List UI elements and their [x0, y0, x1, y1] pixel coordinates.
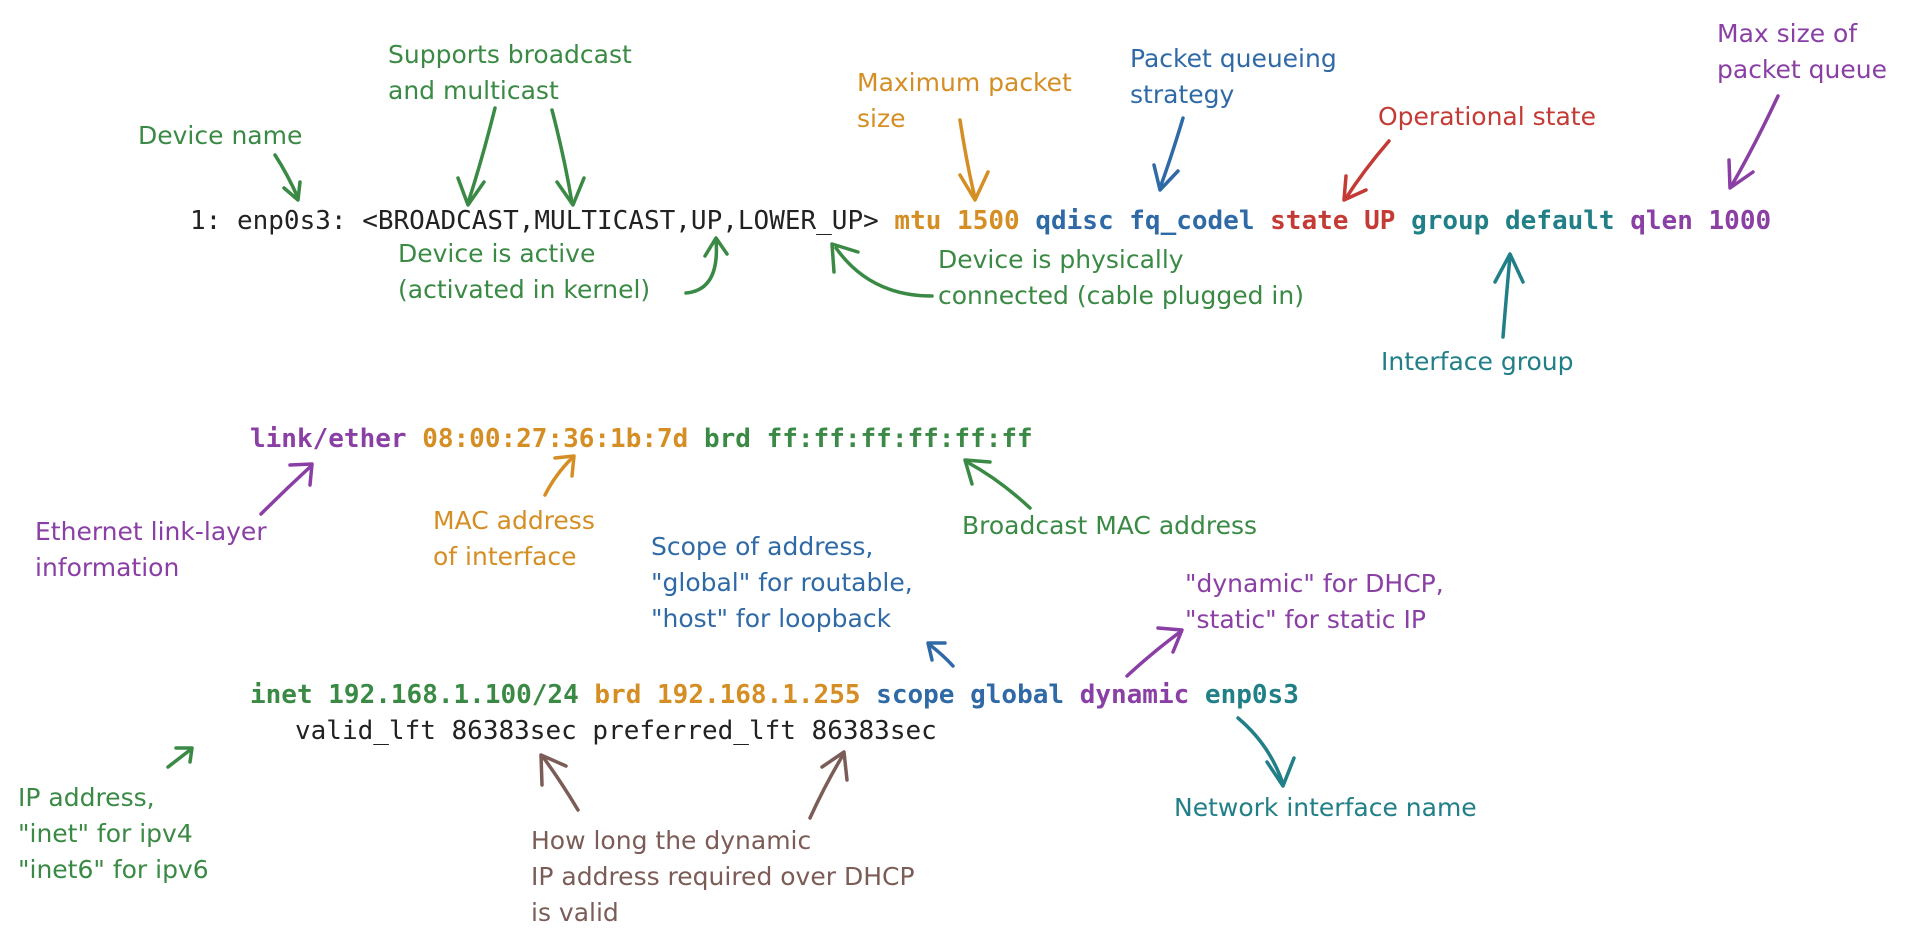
inet-brd-key: brd: [594, 680, 642, 710]
note-ip-address: IP address, "inet" for ipv4 "inet6" for …: [18, 783, 209, 884]
note-max-queue: Max size of packet queue: [1717, 19, 1887, 84]
state-value: UP: [1364, 206, 1396, 236]
arrow-device-name-head: [282, 180, 302, 202]
note-scope-info: Scope of address, "global" for routable,…: [651, 532, 913, 633]
arrow-scope-head: [926, 641, 947, 662]
arrow-state: [1344, 139, 1391, 200]
arrow-valid-lft: [541, 755, 580, 812]
mtu-value: 1500: [957, 206, 1020, 236]
inet-key: inet: [250, 680, 313, 710]
arrow-group-head: [1493, 252, 1525, 284]
arrow-up-head: [703, 236, 729, 258]
code-line-link: link/ether 08:00:27:36:1b:7d brd ff:ff:f…: [250, 421, 1033, 457]
arrow-qlen: [1730, 94, 1780, 187]
mtu-key: mtu: [894, 206, 942, 236]
mac-address: 08:00:27:36:1b:7d: [422, 424, 689, 454]
note-device-name: Device name: [138, 121, 303, 150]
note-dynamic-info: "dynamic" for DHCP, "static" for static …: [1185, 569, 1444, 634]
arrow-mtu: [958, 118, 977, 200]
group-key: group: [1411, 206, 1490, 236]
arrow-link-ether-head: [288, 462, 314, 487]
note-max-packet-size: Maximum packet size: [857, 68, 1072, 133]
arrow-link-ether: [259, 465, 312, 516]
link-type: link/ether: [250, 424, 407, 454]
qlen-value: 1000: [1708, 206, 1772, 236]
arrow-up: [684, 238, 719, 295]
arrow-qdisc: [1158, 116, 1185, 190]
arrow-ifname-head: [1265, 756, 1296, 788]
state-key: state: [1270, 206, 1349, 236]
note-interface-group: Interface group: [1381, 347, 1574, 376]
arrow-mtu-head: [958, 170, 990, 202]
arrow-qdisc-head: [1152, 163, 1180, 192]
arrow-qlen-head: [1727, 158, 1755, 190]
arrow-scope: [928, 643, 955, 668]
broadcast-mac: ff:ff:ff:ff:ff:ff: [766, 424, 1033, 454]
note-network-interface-name: Network interface name: [1174, 793, 1477, 822]
arrow-preferred-lft-head: [820, 750, 849, 782]
arrow-ifname: [1236, 716, 1285, 786]
arrow-mac: [543, 456, 574, 497]
code-line-interface: 1: enp0s3: <BROADCAST,MULTICAST,UP,LOWER…: [190, 203, 1771, 239]
code-line-inet: inet 192.168.1.100/24 brd 192.168.1.255 …: [250, 677, 1299, 713]
inet-broadcast: 192.168.1.255: [657, 680, 861, 710]
inet-ifname: enp0s3: [1204, 680, 1299, 710]
note-broadcast-mac: Broadcast MAC address: [962, 511, 1258, 540]
arrow-preferred-lft: [808, 753, 845, 820]
dynamic-flag: dynamic: [1079, 680, 1190, 710]
qlen-key: qlen: [1630, 206, 1693, 236]
interface-flags: <BROADCAST,MULTICAST,UP,LOWER_UP>: [362, 206, 879, 236]
group-value: default: [1505, 206, 1615, 236]
note-queueing-strategy: Packet queueing strategy: [1130, 44, 1337, 109]
arrow-ip-address-head: [174, 746, 194, 764]
arrow-dynamic-head: [1156, 626, 1184, 654]
note-broadcast-multicast: Supports broadcast and multicast: [388, 40, 632, 105]
link-brd-key: brd: [703, 424, 751, 454]
arrow-broadcast-head: [456, 176, 486, 207]
arrow-mac-head: [553, 454, 576, 478]
interface-index: 1:: [190, 206, 222, 236]
arrow-lower-up-head: [830, 242, 860, 274]
arrow-valid-lft-head: [539, 753, 568, 787]
note-operational-state: Operational state: [1378, 102, 1596, 131]
arrow-device-name: [273, 153, 300, 200]
arrow-multicast-head: [555, 176, 586, 207]
note-lifetime-info: How long the dynamic IP address required…: [531, 826, 915, 927]
arrow-state-head: [1342, 174, 1368, 202]
scope-key: scope: [876, 680, 955, 710]
arrow-dynamic: [1125, 630, 1182, 678]
arrow-lower-up: [834, 246, 934, 298]
note-device-active: Device is active (activated in kernel): [398, 239, 651, 304]
arrow-group: [1501, 254, 1512, 339]
qdisc-value: fq_codel: [1129, 206, 1255, 236]
inet-address: 192.168.1.100/24: [328, 680, 579, 710]
arrow-broadcast: [466, 106, 497, 205]
arrow-broadcast-mac: [965, 460, 1032, 510]
code-line-lifetimes: valid_lft 86383sec preferred_lft 86383se…: [295, 716, 937, 746]
interface-name: enp0s3:: [236, 206, 347, 236]
arrow-ip-address: [166, 748, 192, 769]
note-mac-address: MAC address of interface: [433, 506, 595, 571]
scope-value: global: [970, 680, 1065, 710]
arrow-broadcast-mac-head: [963, 458, 992, 486]
qdisc-key: qdisc: [1035, 206, 1114, 236]
note-ethernet-info: Ethernet link-layer information: [35, 517, 267, 582]
note-physically-connected: Device is physically connected (cable pl…: [938, 245, 1304, 310]
arrow-multicast: [550, 108, 574, 205]
